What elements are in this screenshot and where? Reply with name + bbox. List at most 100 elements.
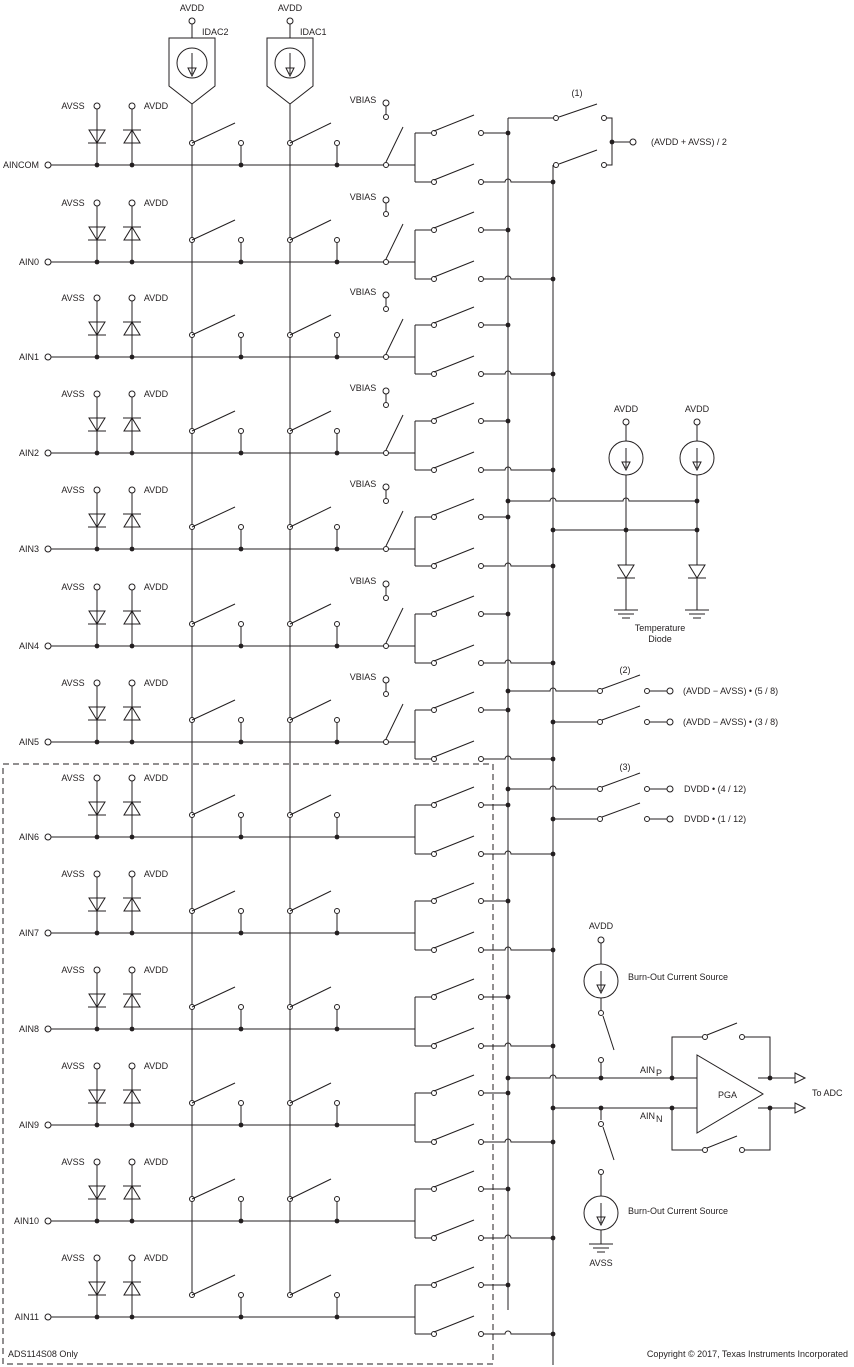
terminal [597,786,603,792]
switch-contact [478,756,484,762]
switch-contact [334,812,340,818]
switch-contact [238,1004,244,1010]
idac-switch-blade [191,122,236,144]
input-pin-6 [44,738,52,746]
input-pin-11 [44,1217,52,1225]
switch-contact [383,402,389,408]
switch-contact [334,717,340,723]
terminal [597,688,603,694]
vbias-terminal [382,676,390,684]
idac-switch-blade [289,1082,332,1104]
to-negative-bus [484,1330,553,1335]
junction-dot [550,719,556,725]
junction-dot [550,947,556,953]
avss-terminal [93,774,101,782]
esd-diode-to-avss [88,610,106,625]
switch-contact [478,1331,484,1337]
switch-contact [431,1090,437,1096]
avdd-terminal [128,679,136,687]
switch-blade [601,705,641,721]
idac-box [168,37,216,105]
avss-terminal [93,199,101,207]
ainn-label: AIN [640,1111,655,1121]
switch-contact [238,1196,244,1202]
burnout-bottom-label: Burn-Out Current Source [628,1206,728,1216]
switch-contact [334,524,340,530]
terminal [553,115,559,121]
idac-switch-blade [191,986,236,1008]
esd-diode-to-avdd [123,1089,141,1104]
junction-dot [505,418,511,424]
esd-diode-to-avdd [123,417,141,432]
switch-contact [431,130,437,136]
ref-terminal [666,718,674,726]
temperature-diode [688,564,706,579]
avdd-terminal [128,583,136,591]
junction-dot [505,786,511,792]
switch-contact [431,611,437,617]
terminal [598,1169,604,1175]
pga-triangle [696,1054,764,1134]
avdd-label: AVDD [180,3,205,13]
esd-diode-to-avdd [123,1281,141,1296]
mid-supply-terminal [629,138,637,146]
pga-bypass [745,1108,771,1151]
temp-diode-label: Temperature [635,623,686,633]
ainp-subscript: P [656,1068,662,1078]
switch-contact [431,898,437,904]
to-negative-bus [484,755,553,760]
junction-dot [550,467,556,473]
avdd-terminal [286,17,294,25]
idac-switch-blade [191,699,236,721]
terminal [739,1034,745,1040]
avdd-label: AVDD [614,404,639,414]
idac-switch-blade [289,1274,332,1296]
avss-label: AVSS [61,198,84,208]
mux-switch-blade [433,402,475,420]
ref-line [508,687,597,692]
switch-contact [478,514,484,520]
ainp-line [508,1074,672,1079]
idac-switch-blade [191,219,236,241]
ads114s08-only-region [2,763,494,1365]
input-pin-7 [44,833,52,841]
to-negative-bus [484,562,553,567]
mux-switch-blade [433,114,475,132]
esd-diode-to-avss [88,417,106,432]
mux-switch-blade [433,786,475,804]
switch-contact [383,259,389,265]
channel-label: AIN7 [19,928,39,938]
avdd-terminal [128,1254,136,1262]
switch-contact [383,595,389,601]
avdd-label: AVDD [144,389,169,399]
terminal [702,1034,708,1040]
avss-label: AVSS [61,101,84,111]
channel-label: AIN6 [19,832,39,842]
idac-switch-blade [289,1178,332,1200]
junction-dot [550,371,556,377]
burnout-switch [602,1015,615,1051]
avdd-terminal [128,486,136,494]
switch-contact [383,498,389,504]
input-pin-2 [44,353,52,361]
avss-label: AVSS [61,389,84,399]
switch-contact [238,428,244,434]
avdd-label: AVDD [144,198,169,208]
switch-contact [478,1186,484,1192]
junction-dot [505,1075,511,1081]
pga-bypass-switch [706,1022,738,1036]
avdd-terminal [128,102,136,110]
avss-terminal [93,294,101,302]
switch-contact [478,802,484,808]
junction-dot [505,322,511,328]
avss-terminal [93,1062,101,1070]
